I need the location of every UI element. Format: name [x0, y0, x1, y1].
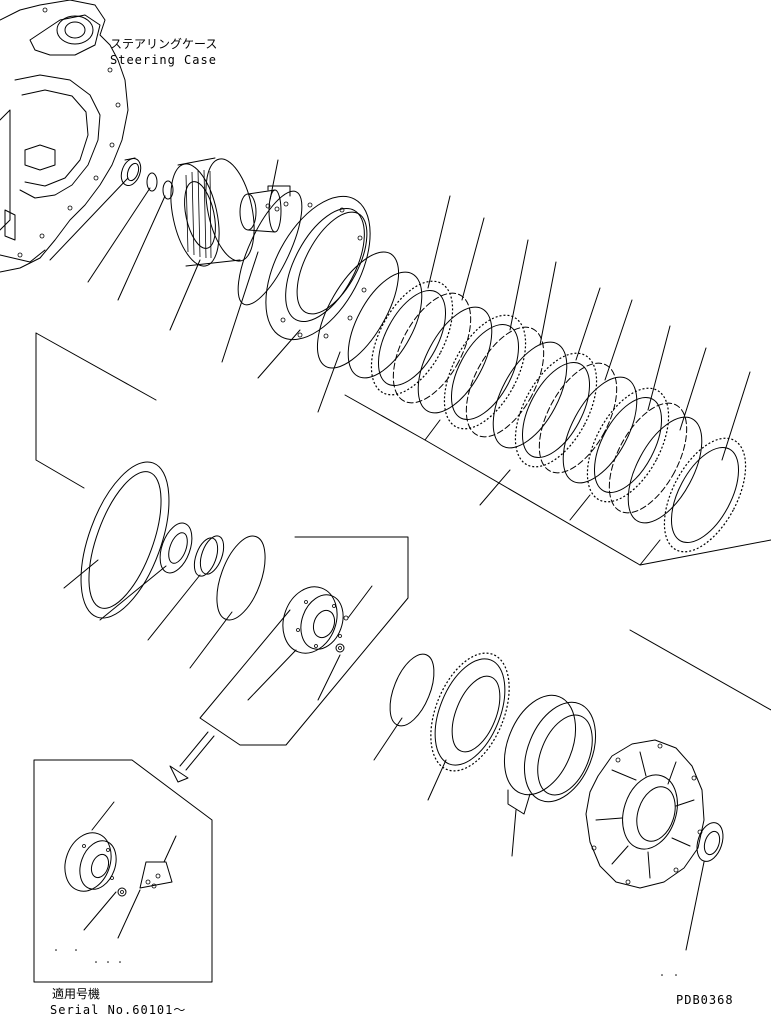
variant-arrow [169, 731, 215, 783]
leader-lines-middle-left [63, 559, 233, 669]
leader-lines-lower-middle [373, 717, 531, 857]
serial-number-label: Serial No.60101～ [50, 1003, 186, 1017]
variant-bolt-part [117, 887, 127, 897]
variant-pin-set-part [139, 861, 173, 889]
large-o-ring-part [316, 251, 400, 369]
seal-pair-part [504, 694, 596, 803]
steering-case-label-en: Steering Case [110, 53, 217, 67]
variant-frame [33, 759, 213, 983]
leader-line-oil-seal [685, 861, 705, 951]
steering-case-label-jp: ステアリングケース [110, 37, 217, 51]
flange-pin-part [343, 615, 349, 621]
steering-case-housing [0, 0, 129, 273]
clutch-housing-part [265, 195, 371, 341]
leader-lines-variant [83, 801, 177, 939]
large-flat-washer-part [80, 461, 170, 619]
variant-dots [55, 949, 121, 963]
flange-bolt-part [335, 643, 345, 653]
bearing-part [159, 522, 193, 574]
cover-part [585, 739, 705, 889]
leader-lines-callout [247, 585, 373, 701]
leader-lines-top [35, 159, 771, 711]
callout-frame [199, 536, 409, 746]
snap-ring-part [146, 172, 174, 200]
seal-ring-part [120, 157, 142, 187]
applicable-label-jp: 適用号機 [52, 986, 100, 1001]
brake-disc-part [430, 652, 510, 772]
clutch-plate-stack [347, 271, 747, 553]
oil-seal-part [696, 822, 724, 862]
flange-assembly-part [282, 586, 344, 654]
variant-flange-part [64, 832, 117, 892]
cover-dots [661, 974, 677, 976]
clutch-hub-part [170, 157, 282, 267]
pin-set-part [265, 201, 289, 212]
cover-o-ring-part [389, 653, 435, 727]
drawing-code-label: PDB0368 [676, 993, 734, 1007]
o-ring-part [237, 190, 303, 306]
bushing-part [193, 535, 225, 577]
